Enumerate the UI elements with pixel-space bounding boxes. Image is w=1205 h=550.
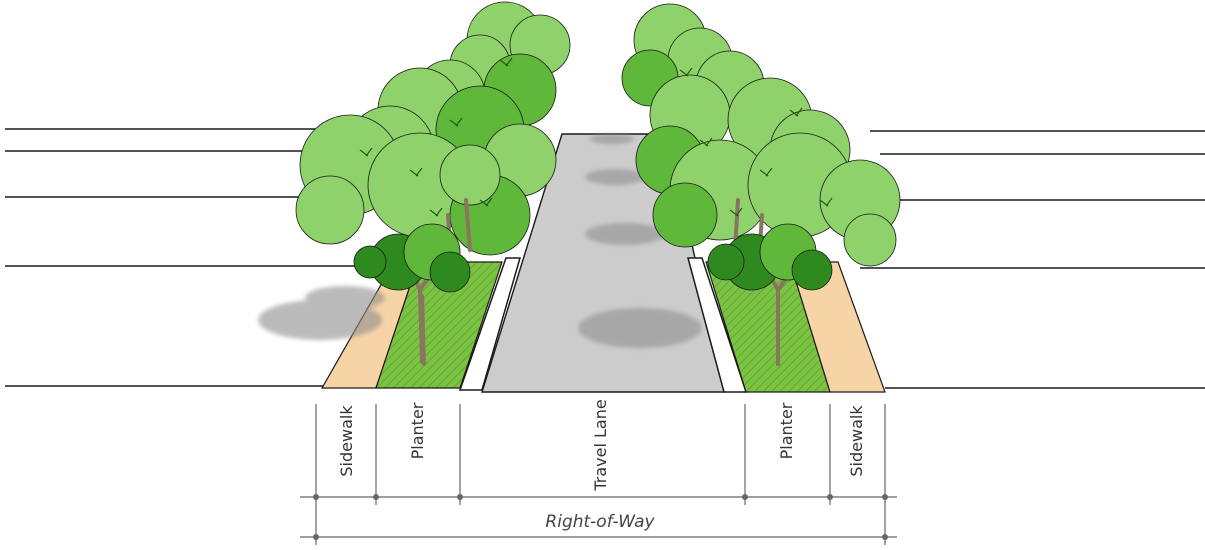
shadow-left-ground-2 (305, 286, 385, 310)
shadow-lane-2 (585, 223, 665, 245)
dot-1 (313, 494, 319, 500)
property-lines (5, 128, 1205, 389)
dot-row-left (313, 534, 319, 540)
right-small-tree (707, 223, 833, 291)
tree-shadows (258, 134, 702, 348)
dot-row-right (882, 534, 888, 540)
shadow-lane-1 (578, 308, 702, 348)
label-planter-right: Planter (777, 402, 796, 459)
left-curb (458, 257, 521, 391)
left-small-trunk (420, 294, 426, 366)
dot-4 (742, 494, 748, 500)
shadow-lane-4 (590, 134, 634, 144)
left-tree-row (295, 1, 571, 366)
dimension-lines (300, 404, 897, 545)
label-sidewalk-left: Sidewalk (337, 405, 356, 477)
left-leaf-marks (359, 57, 513, 217)
segment-labels: Sidewalk Planter Travel Lane Planter Sid… (337, 399, 866, 491)
left-planter-surface (375, 261, 503, 389)
label-sidewalk-right: Sidewalk (847, 405, 866, 477)
right-tree-row (621, 3, 901, 366)
dot-3 (457, 494, 463, 500)
label-planter-left: Planter (408, 402, 427, 459)
right-curb (687, 257, 748, 393)
label-travel-lane: Travel Lane (591, 399, 610, 491)
dot-5 (827, 494, 833, 500)
right-of-way-label: Right-of-Way (545, 512, 655, 532)
shadow-left-ground (258, 300, 382, 340)
dot-6 (882, 494, 888, 500)
left-small-tree (353, 223, 471, 293)
dot-2 (373, 494, 379, 500)
right-leaf-marks (679, 67, 833, 217)
shadow-lane-3 (585, 169, 645, 185)
right-tree-near (652, 132, 901, 267)
right-sidewalk-surface (789, 261, 886, 393)
